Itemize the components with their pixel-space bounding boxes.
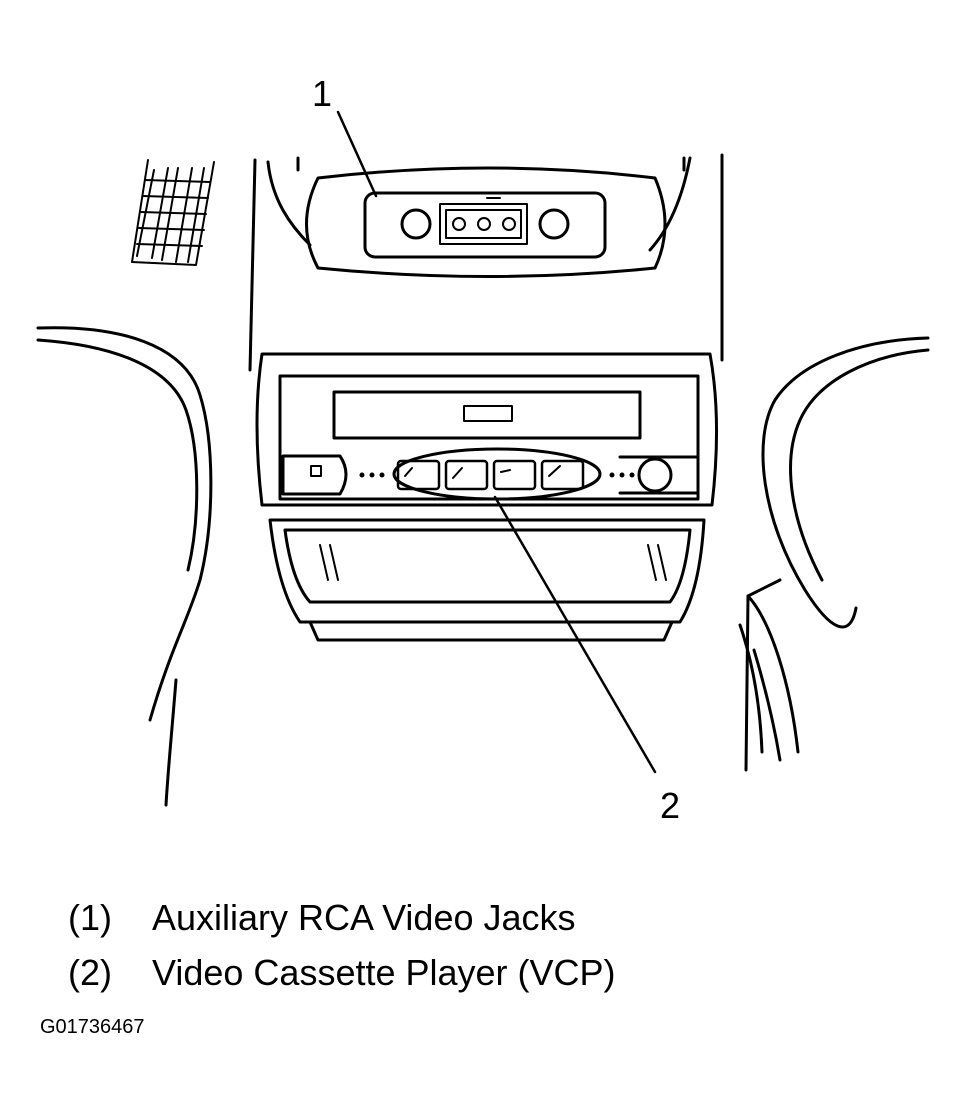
legend-item-number: (1): [68, 897, 112, 938]
legend: (1) Auxiliary RCA Video Jacks (2) Video …: [68, 890, 616, 1000]
figure-id: G01736467: [40, 1016, 145, 1038]
right-seat: [738, 336, 930, 772]
ceiling-vent-grille: [131, 159, 215, 266]
callout-2-leader: [493, 495, 657, 774]
overhead-console-diagram: [36, 110, 930, 807]
legend-item-number: (2): [68, 952, 112, 993]
callout-2-label: 2: [660, 785, 681, 826]
cassette-slot: [332, 390, 642, 440]
callout-1-leader: [336, 110, 378, 198]
left-seat: [36, 326, 213, 807]
overhead-console-housing: [248, 153, 724, 372]
auxiliary-rca-jack-panel: [305, 166, 667, 278]
storage-bin: [268, 518, 706, 642]
legend-item: (1) Auxiliary RCA Video Jacks: [68, 890, 616, 945]
legend-item-label: Auxiliary RCA Video Jacks: [152, 897, 576, 938]
vcp-control-buttons: [281, 447, 700, 501]
callout-1-label: 1: [312, 73, 333, 114]
legend-item-label: Video Cassette Player (VCP): [152, 952, 616, 993]
legend-item: (2) Video Cassette Player (VCP): [68, 945, 616, 1000]
